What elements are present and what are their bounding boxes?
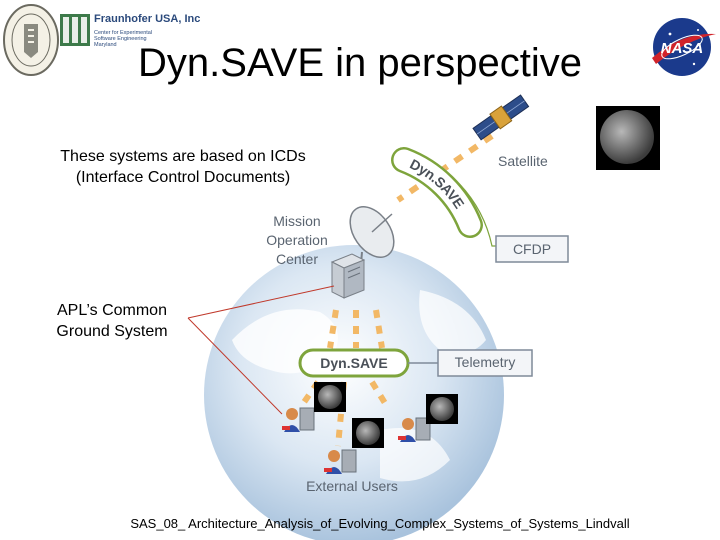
nasa-logo: NASA	[646, 14, 718, 80]
fraunhofer-logo: Fraunhofer USA, Inc Center for Experimen…	[60, 10, 200, 54]
satellite-label: Satellite	[498, 153, 548, 169]
user-workstation-icon	[282, 407, 315, 432]
satellite-icon	[472, 94, 530, 141]
server-icon	[330, 253, 366, 299]
moon-image	[314, 382, 346, 412]
icd-note-line-1: These systems are based on ICDs	[60, 148, 306, 165]
mission-line-3: Center	[276, 251, 318, 267]
apl-callout-lines	[187, 285, 335, 415]
user-workstation-icon	[398, 417, 431, 442]
nasa-wordmark: NASA	[661, 40, 704, 57]
cfdp-box: CFDP	[495, 235, 569, 263]
cfdp-label: CFDP	[513, 241, 551, 257]
jhu-seal-logo	[2, 2, 60, 78]
fraunhofer-subtitle-2: Software Engineering	[94, 36, 147, 42]
mission-line-2: Operation	[266, 232, 327, 248]
user-workstation-icon	[324, 449, 357, 474]
icd-note-line-2: (Interface Control Documents)	[75, 169, 291, 186]
telemetry-box: Telemetry	[437, 349, 533, 377]
fraunhofer-name: Fraunhofer USA, Inc	[94, 13, 201, 25]
moon-image	[352, 418, 384, 448]
uplink-dashes	[396, 133, 494, 203]
dynsave-box: Dyn.SAVE	[298, 348, 410, 378]
moon-image-large	[596, 106, 660, 170]
icd-note: These systems are based on ICDs (Interfa…	[28, 146, 338, 188]
apl-line-2: Ground System	[56, 323, 168, 340]
apl-line-1: APL’s Common	[57, 302, 167, 319]
moon-image	[426, 394, 458, 424]
server-dynsave-dashes	[327, 309, 385, 349]
external-users-label: External Users	[306, 478, 398, 494]
telemetry-label: Telemetry	[455, 354, 516, 370]
mission-operation-center-label: Mission Operation Center	[266, 213, 327, 267]
slide-title: Dyn.SAVE in perspective	[138, 41, 582, 85]
apl-ground-system-label: APL’s Common Ground System	[22, 300, 202, 342]
dynsave-box-label: Dyn.SAVE	[320, 355, 387, 371]
slide-footer: SAS_08_ Architecture_Analysis_of_Evolvin…	[130, 516, 630, 531]
fraunhofer-subtitle-1: Center for Experimental	[94, 30, 153, 36]
mission-line-1: Mission	[273, 213, 320, 229]
fraunhofer-subtitle-3: Maryland	[94, 42, 117, 48]
